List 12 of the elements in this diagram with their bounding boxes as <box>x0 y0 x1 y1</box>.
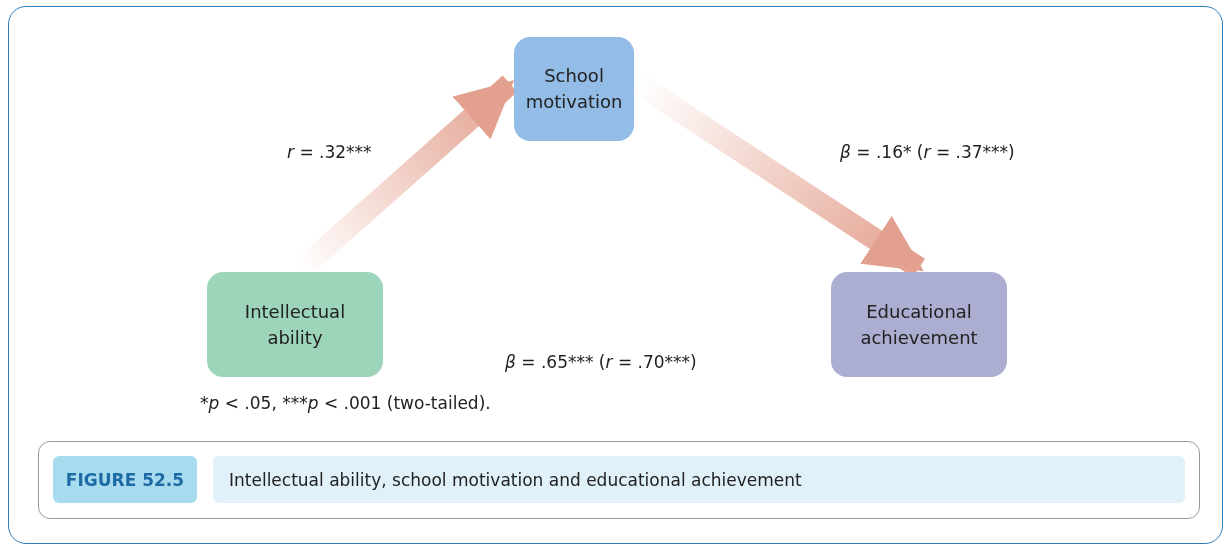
variable-box <box>831 272 1007 377</box>
figure-number: FIGURE 52.5 <box>53 456 197 503</box>
footnote: *p < .05, ***p < .001 (two-tailed). <box>200 393 491 413</box>
edge-label: β = .16* (r = .37***) <box>840 142 1015 162</box>
variable-box <box>514 37 634 141</box>
node-label: School motivation <box>525 64 623 114</box>
caption: Intellectual ability, school motivation and educational achievement <box>213 456 1185 503</box>
variable-box <box>207 272 383 377</box>
node-label: Intellectual ability <box>243 299 347 350</box>
node-label: Educational achievement <box>859 299 979 350</box>
edge-label: r = .32*** <box>287 142 372 162</box>
coefficient-label: β = .65*** (r = .70***) <box>505 352 697 372</box>
